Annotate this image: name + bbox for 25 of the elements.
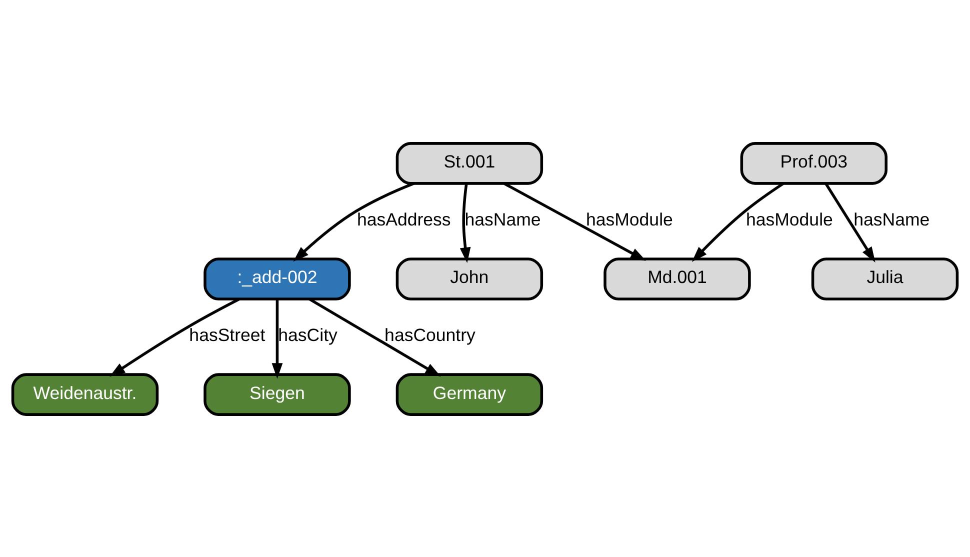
arrow <box>110 297 240 376</box>
edge-label: hasModule <box>746 208 833 229</box>
arrow <box>308 297 441 376</box>
arrow <box>293 182 414 262</box>
arrow <box>504 182 646 260</box>
arrow <box>272 298 283 378</box>
node-box: Md.001 <box>604 257 751 300</box>
arrow <box>824 182 876 262</box>
edge-label: hasName <box>464 208 541 229</box>
node-box: Germany <box>396 372 544 416</box>
edge-label: hasModule <box>586 208 673 229</box>
node-box: Julia <box>811 257 959 300</box>
arrow <box>460 182 471 263</box>
edge-label: hasCountry <box>384 324 476 344</box>
arrow <box>692 182 784 262</box>
node-box: John <box>396 257 544 300</box>
node-box: St.001 <box>396 142 544 184</box>
node-box: Siegen <box>204 372 351 416</box>
edge-label: hasName <box>854 208 930 229</box>
edge-label: hasCity <box>278 324 338 344</box>
edge-label: hasStreet <box>189 324 266 344</box>
node-box: :_add-002 <box>204 257 351 300</box>
edge-label: hasAddress <box>356 208 451 229</box>
node-box: Weidenaustr. <box>11 372 159 416</box>
node-box: Prof.003 <box>740 142 888 184</box>
